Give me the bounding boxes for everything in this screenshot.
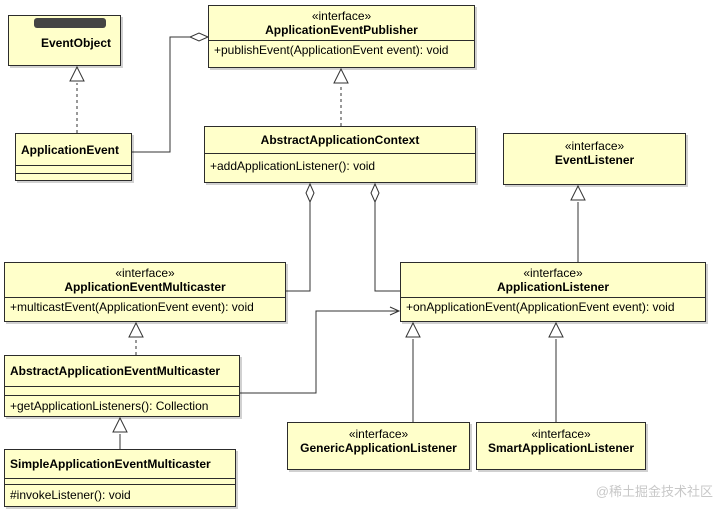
class-application-event-multicaster: «interface» ApplicationEventMulticaster … [4, 262, 286, 322]
class-smart-application-listener: «interface» SmartApplicationListener [476, 422, 646, 470]
class-application-listener: «interface» ApplicationListener +onAppli… [400, 262, 706, 322]
class-name: EventObject [41, 36, 112, 50]
operation-on-application-event: +onApplicationEvent(ApplicationEvent eve… [401, 297, 705, 317]
realization-arrowhead [333, 67, 349, 84]
attributes-compartment [16, 165, 131, 173]
class-name: SmartApplicationListener [487, 441, 635, 455]
generalization-arrowhead [405, 321, 421, 338]
redacted-mark [34, 18, 106, 28]
attributes-compartment [5, 386, 239, 395]
stereotype-label: «interface» [523, 266, 583, 280]
class-name: ApplicationListener [496, 280, 609, 294]
operation-add-application-listener: +addApplicationListener(): void [205, 153, 475, 179]
watermark: @稀土掘金技术社区 [595, 484, 713, 499]
attributes-compartment [5, 478, 235, 484]
operation-multicast-event: +multicastEvent(ApplicationEvent event):… [5, 297, 285, 317]
stereotype-label: «interface» [531, 427, 591, 441]
generalization-arrowhead [69, 65, 85, 82]
edge-context-to-listener [374, 202, 400, 292]
realization-arrowhead [128, 321, 144, 338]
edge-abstract-multicaster-to-listener [240, 310, 398, 394]
class-event-object: EventObject [8, 15, 121, 66]
association-arrowhead [389, 306, 401, 316]
class-event-listener: «interface» EventListener [503, 133, 686, 185]
class-abstract-application-event-multicaster: AbstractApplicationEventMulticaster +get… [4, 355, 240, 417]
class-application-event: ApplicationEvent [15, 133, 132, 181]
stereotype-label: «interface» [348, 427, 409, 441]
edge-context-to-multicaster [286, 202, 311, 292]
class-application-event-publisher: «interface» ApplicationEventPublisher +p… [208, 5, 475, 68]
generalization-arrowhead [570, 184, 586, 201]
operations-compartment [16, 173, 131, 181]
class-generic-application-listener: «interface» GenericApplicationListener [287, 422, 470, 470]
operation-get-application-listeners: +getApplicationListeners(): Collection [5, 395, 239, 417]
generalization-arrowhead [112, 416, 128, 433]
class-simple-application-event-multicaster: SimpleApplicationEventMulticaster #invok… [4, 449, 236, 507]
aggregation-diamond [370, 182, 380, 204]
class-abstract-application-context: AbstractApplicationContext +addApplicati… [204, 126, 476, 183]
class-name: GenericApplicationListener [300, 441, 457, 455]
edge-application-event-to-publisher [132, 36, 190, 153]
stereotype-label: «interface» [115, 266, 175, 280]
class-name: ApplicationEventMulticaster [64, 280, 226, 294]
aggregation-diamond [188, 32, 210, 42]
aggregation-diamond [305, 182, 315, 204]
operation-invoke-listener: #invokeListener(): void [5, 484, 235, 505]
class-name: AbstractApplicationEventMulticaster [10, 364, 221, 378]
class-name: ApplicationEvent [21, 143, 120, 157]
class-name: EventListener [554, 153, 635, 167]
operation-publish-event: +publishEvent(ApplicationEvent event): v… [209, 40, 474, 60]
generalization-arrowhead [548, 321, 564, 338]
stereotype-label: «interface» [564, 139, 625, 153]
class-name: AbstractApplicationContext [260, 133, 420, 147]
class-name: ApplicationEventPublisher [265, 23, 418, 37]
stereotype-label: «interface» [311, 9, 372, 23]
class-name: SimpleApplicationEventMulticaster [10, 457, 211, 471]
